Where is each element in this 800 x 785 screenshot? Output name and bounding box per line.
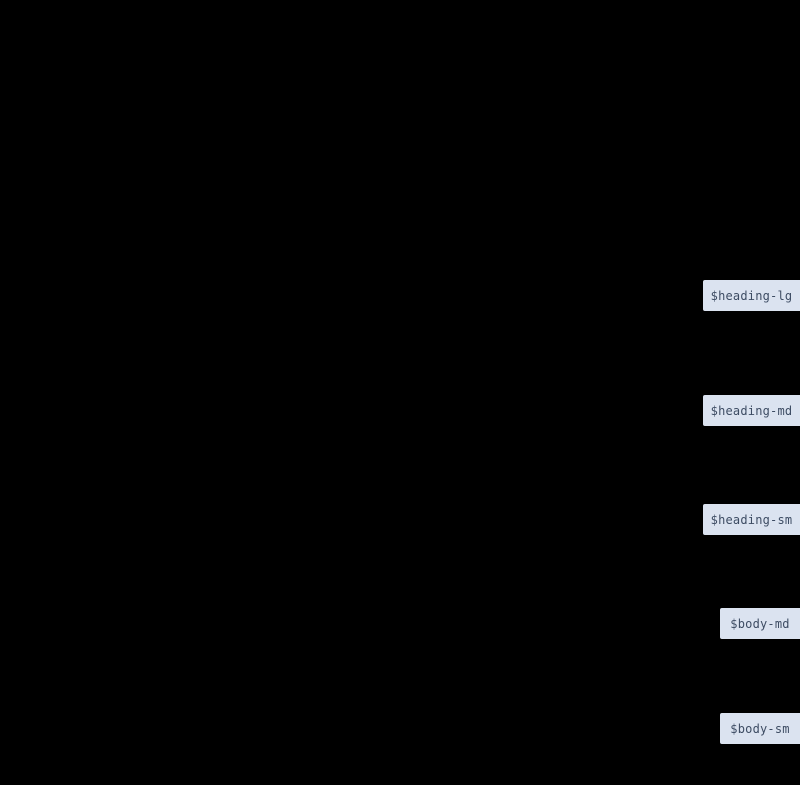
token-badge-heading-lg: $heading-lg bbox=[703, 280, 800, 311]
token-label-body-sm: $body-sm bbox=[730, 721, 790, 736]
token-label-heading-sm: $heading-sm bbox=[710, 512, 793, 527]
token-label-body-md: $body-md bbox=[730, 616, 790, 631]
token-badge-body-md: $body-md bbox=[720, 608, 800, 639]
token-badge-body-sm: $body-sm bbox=[720, 713, 800, 744]
token-label-heading-lg: $heading-lg bbox=[710, 288, 793, 303]
token-label-heading-md: $heading-md bbox=[710, 403, 793, 418]
token-badge-heading-sm: $heading-sm bbox=[703, 504, 800, 535]
token-badge-heading-md: $heading-md bbox=[703, 395, 800, 426]
